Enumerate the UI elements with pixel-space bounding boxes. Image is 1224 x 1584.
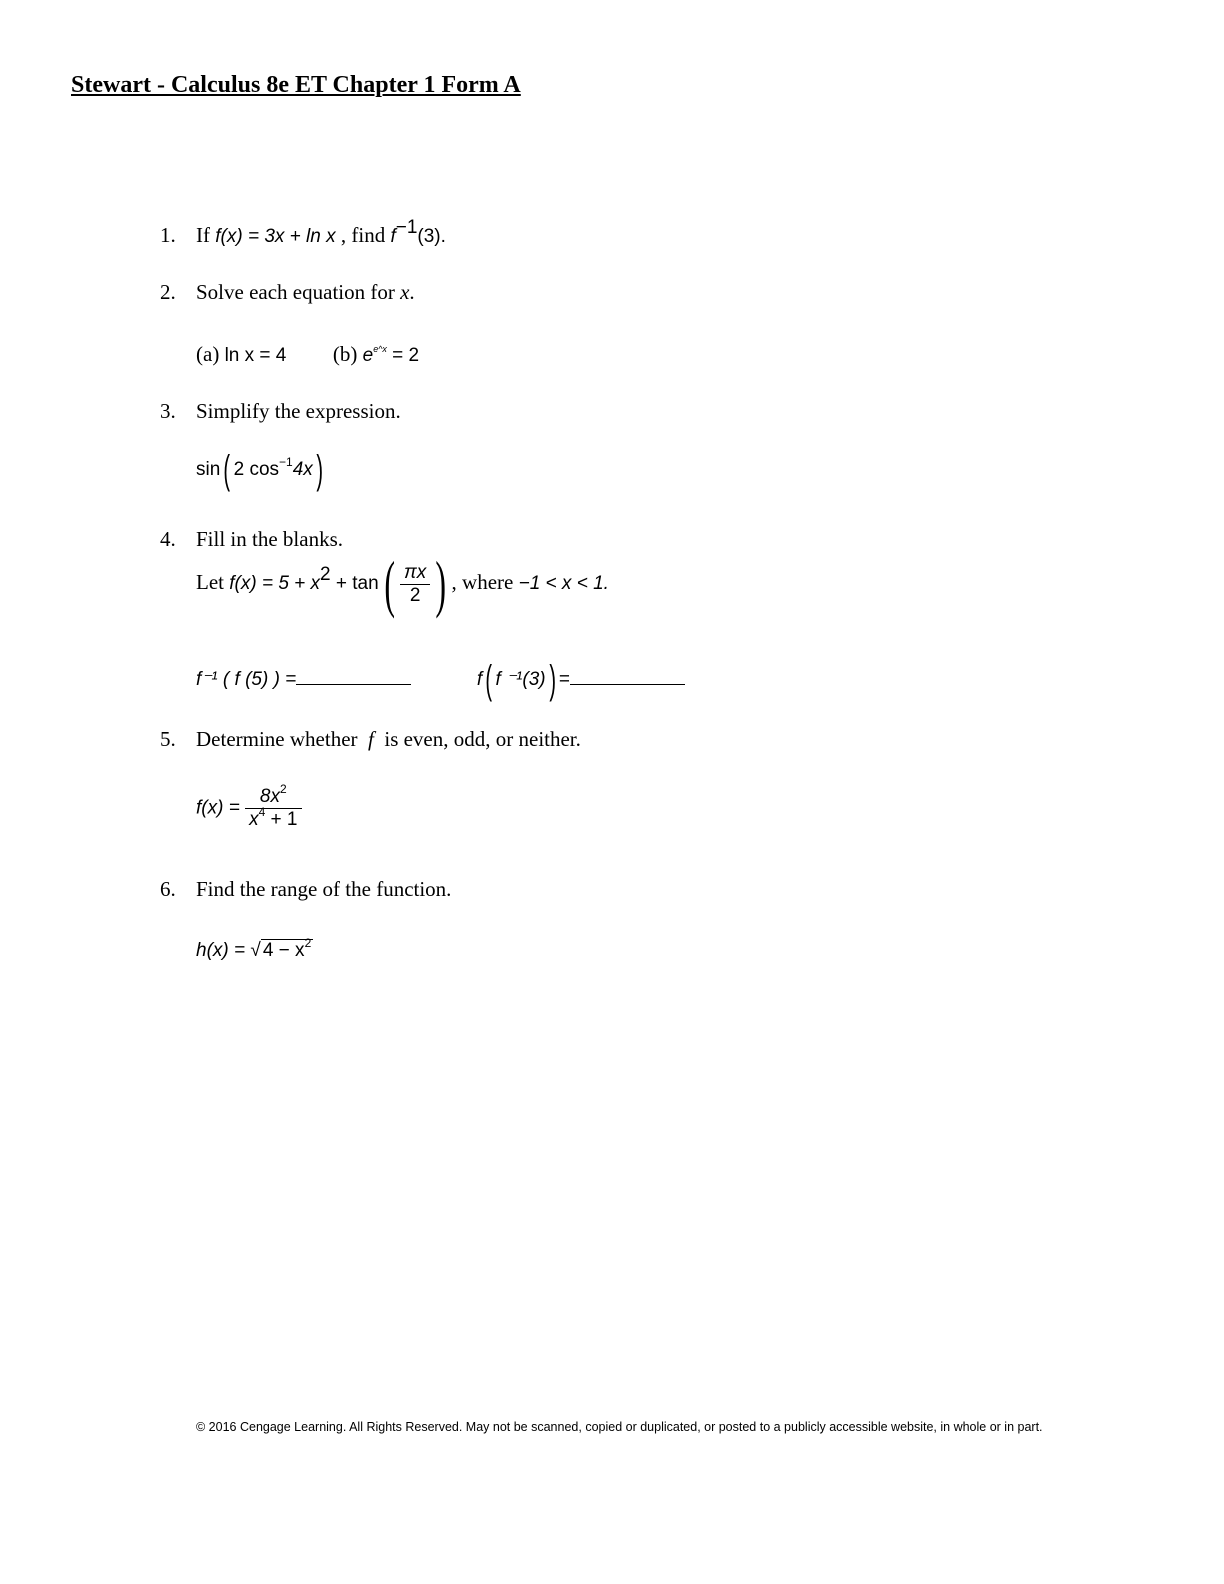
q5-text: Determine whether f is even, odd, or nei…	[196, 727, 581, 752]
q4-blank2-line[interactable]	[570, 666, 686, 686]
q4-tan: + tan	[335, 572, 379, 594]
q5-expression: f(x) = 8x2 x4 + 1	[196, 783, 302, 831]
q4-numerator: πx	[399, 562, 431, 585]
q5-text2: is even, odd, or neither.	[384, 727, 581, 751]
q1-inverse-sup: −1	[395, 217, 418, 238]
q2b-rhs: = 2	[392, 345, 420, 366]
q3-number: 3.	[160, 399, 176, 423]
q5-lhs: f(x) =	[196, 797, 240, 819]
q2-dot: .	[409, 280, 415, 304]
q6-sup: 2	[304, 936, 312, 950]
q4-let: Let	[196, 569, 224, 594]
q4-blank2-eq: =	[558, 669, 571, 691]
q5-text1: Determine whether	[196, 727, 358, 751]
page-title: Stewart - Calculus 8e ET Chapter 1 Form …	[71, 72, 521, 98]
q5-den: x	[249, 809, 259, 830]
q5-den-rest: + 1	[265, 809, 298, 830]
q5-number: 5.	[160, 727, 176, 751]
q2a-expr: ln x = 4	[224, 345, 287, 366]
q1-number: 1.	[160, 223, 176, 247]
q2b-exponent: e^x	[373, 344, 387, 354]
q1-text: If f(x) = 3x + ln x , find f−1(3).	[196, 218, 446, 248]
q6-radicand: 4 − x	[262, 940, 305, 961]
q2a-label: (a)	[196, 342, 220, 366]
sqrt-icon: √	[250, 940, 261, 961]
q1-arg: (3).	[417, 226, 446, 247]
q3-close-paren: )	[316, 448, 323, 492]
q1-function: f(x) = 3x + ln x	[215, 226, 336, 247]
q4-lhs: f(x) = 5 + x	[229, 572, 321, 594]
q4-blank1-line[interactable]	[296, 666, 412, 686]
q3-expression: sin(2 cos−14x)	[196, 450, 326, 490]
q4-blanks: f⁻¹ ( f (5) ) = f(f ⁻¹(3))=	[196, 660, 686, 700]
q4-blank1-expr: f⁻¹ ( f (5) ) =	[196, 669, 297, 691]
q5-f: f	[368, 727, 374, 751]
q3-open-paren: (	[223, 448, 231, 492]
q5-den-sup: 4	[258, 805, 266, 819]
q2-number: 2.	[160, 280, 176, 304]
q5-num-sup: 2	[280, 782, 287, 796]
q3-arg: 4x	[292, 459, 313, 481]
q3-cos: 2 cos	[233, 459, 280, 481]
q4-close-paren: )	[435, 548, 447, 619]
q4-where: , where	[451, 569, 514, 594]
q5-fraction: 8x2 x4 + 1	[245, 783, 302, 831]
q4-sup: 2	[320, 563, 331, 585]
q4-number: 4.	[160, 527, 176, 551]
copyright-footer: © 2016 Cengage Learning. All Rights Rese…	[196, 1420, 1043, 1434]
q3-sin: sin	[196, 459, 221, 481]
q4-open-paren: (	[384, 548, 395, 619]
q2-parts: (a) ln x = 4 (b) ee^x = 2	[196, 342, 419, 367]
q2b-label: (b)	[332, 342, 358, 366]
q1-prefix: If	[196, 223, 210, 247]
q6-expression: h(x) = √4 − x2	[196, 937, 314, 962]
q3-text: Simplify the expression.	[196, 399, 401, 423]
q4-blank2-inner: f ⁻¹(3)	[495, 669, 546, 691]
q4-condition: −1 < x < 1.	[518, 572, 609, 594]
q2-prompt: Solve each equation for	[196, 280, 395, 304]
q5-num: 8x	[259, 786, 280, 807]
q6-text: Find the range of the function.	[196, 877, 452, 901]
q4-denominator: 2	[409, 584, 421, 606]
q6-number: 6.	[160, 877, 176, 901]
q6-lhs: h(x) =	[196, 940, 246, 961]
q1-find: , find	[340, 223, 386, 247]
q2-text: Solve each equation for x.	[196, 280, 415, 305]
q2b-base: e	[362, 345, 374, 366]
q1-f: f	[390, 226, 396, 247]
q4-text: Fill in the blanks.	[196, 527, 343, 551]
q4-blank2-f: f	[476, 669, 483, 691]
q2-var: x	[400, 280, 410, 304]
q3-sup: −1	[279, 455, 293, 470]
